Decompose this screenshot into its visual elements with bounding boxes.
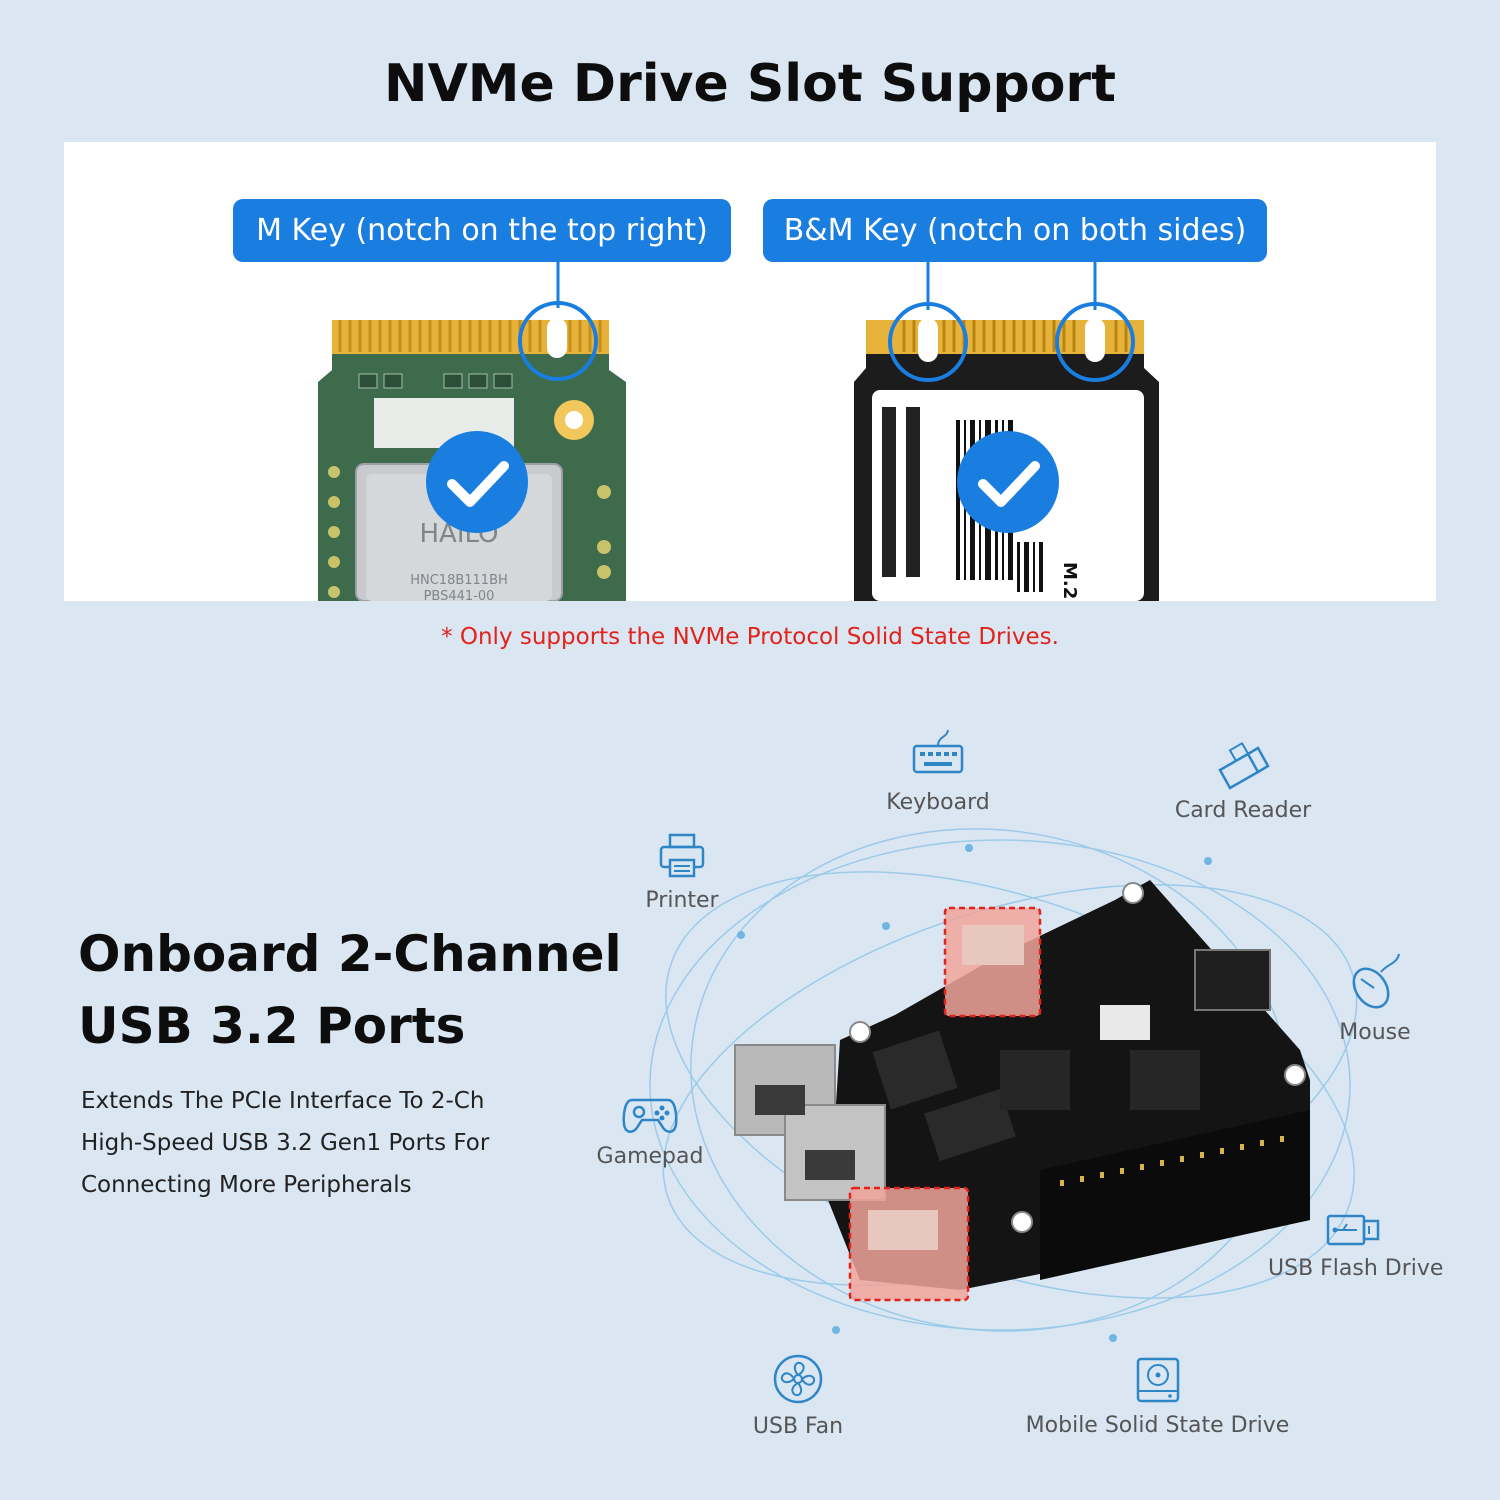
nvme-only-note: * Only supports the NVMe Protocol Solid … bbox=[441, 624, 1059, 650]
peripheral-keyboard: Keyboard bbox=[868, 728, 1008, 815]
usb-desc-line-3: Connecting More Peripherals bbox=[81, 1172, 412, 1198]
peripheral-usb-fan: USB Fan bbox=[738, 1352, 858, 1439]
peripheral-label-keyboard: Keyboard bbox=[886, 790, 990, 815]
fan-icon bbox=[773, 1354, 823, 1404]
bm-key-label: B&M Key (notch on both sides) bbox=[763, 199, 1267, 262]
bm-key-card: M.2 N bbox=[854, 302, 1159, 601]
peripheral-mobile-ssd: Mobile Solid State Drive bbox=[1025, 1355, 1290, 1438]
peripheral-label-gamepad: Gamepad bbox=[596, 1144, 704, 1169]
keyboard-icon bbox=[912, 729, 964, 774]
peripheral-label-mouse: Mouse bbox=[1339, 1020, 1411, 1045]
peripheral-card-reader: Card Reader bbox=[1163, 740, 1323, 823]
svg-text:HNC18B111BH: HNC18B111BH bbox=[410, 573, 508, 588]
peripheral-label-usb-flash-drive: USB Flash Drive bbox=[1268, 1256, 1444, 1281]
usb-flash-drive-icon bbox=[1326, 1214, 1380, 1246]
m-key-label: M Key (notch on the top right) bbox=[233, 199, 731, 262]
peripheral-mouse: Mouse bbox=[1325, 952, 1425, 1045]
peripheral-label-usb-fan: USB Fan bbox=[752, 1414, 844, 1439]
m-key-card: HAILO HNC18B111BH PBS441-00 bbox=[318, 301, 626, 601]
printer-icon bbox=[659, 833, 705, 878]
page-title: NVMe Drive Slot Support bbox=[384, 54, 1116, 114]
usb-desc-line-2: High-Speed USB 3.2 Gen1 Ports For bbox=[81, 1130, 490, 1156]
peripheral-printer: Printer bbox=[622, 832, 742, 913]
m2-cards-illustration: HAILO HNC18B111BH PBS441-00 bbox=[318, 262, 1159, 601]
key-types-panel: M Key (notch on the top right) B&M Key (… bbox=[64, 142, 1436, 601]
usb-description: Extends The PCIe Interface To 2-Ch High-… bbox=[81, 1080, 561, 1206]
peripheral-label-card-reader: Card Reader bbox=[1174, 798, 1312, 823]
usb-hat-board bbox=[734, 880, 1310, 1302]
peripheral-usb-flash-drive: USB Flash Drive bbox=[1268, 1212, 1444, 1281]
gamepad-icon bbox=[622, 1098, 678, 1133]
peripheral-label-printer: Printer bbox=[645, 888, 719, 913]
usb-port-top bbox=[943, 906, 1042, 1018]
mouse-icon bbox=[1352, 953, 1400, 1009]
usb-port-bottom bbox=[848, 1186, 970, 1302]
ssd-drive-icon bbox=[1136, 1357, 1179, 1403]
usb-heading-line-2: USB 3.2 Ports bbox=[78, 997, 466, 1055]
usb-heading-line-1: Onboard 2-Channel bbox=[78, 925, 622, 983]
peripheral-label-mobile-ssd: Mobile Solid State Drive bbox=[1025, 1413, 1290, 1438]
card-reader-icon bbox=[1218, 741, 1270, 790]
peripheral-gamepad: Gamepad bbox=[590, 1094, 710, 1169]
svg-text:PBS441-00: PBS441-00 bbox=[424, 589, 495, 601]
usb-heading: Onboard 2-Channel USB 3.2 Ports bbox=[78, 918, 638, 1062]
svg-text:M.2 N: M.2 N bbox=[1059, 562, 1080, 601]
usb-desc-line-1: Extends The PCIe Interface To 2-Ch bbox=[81, 1088, 485, 1114]
